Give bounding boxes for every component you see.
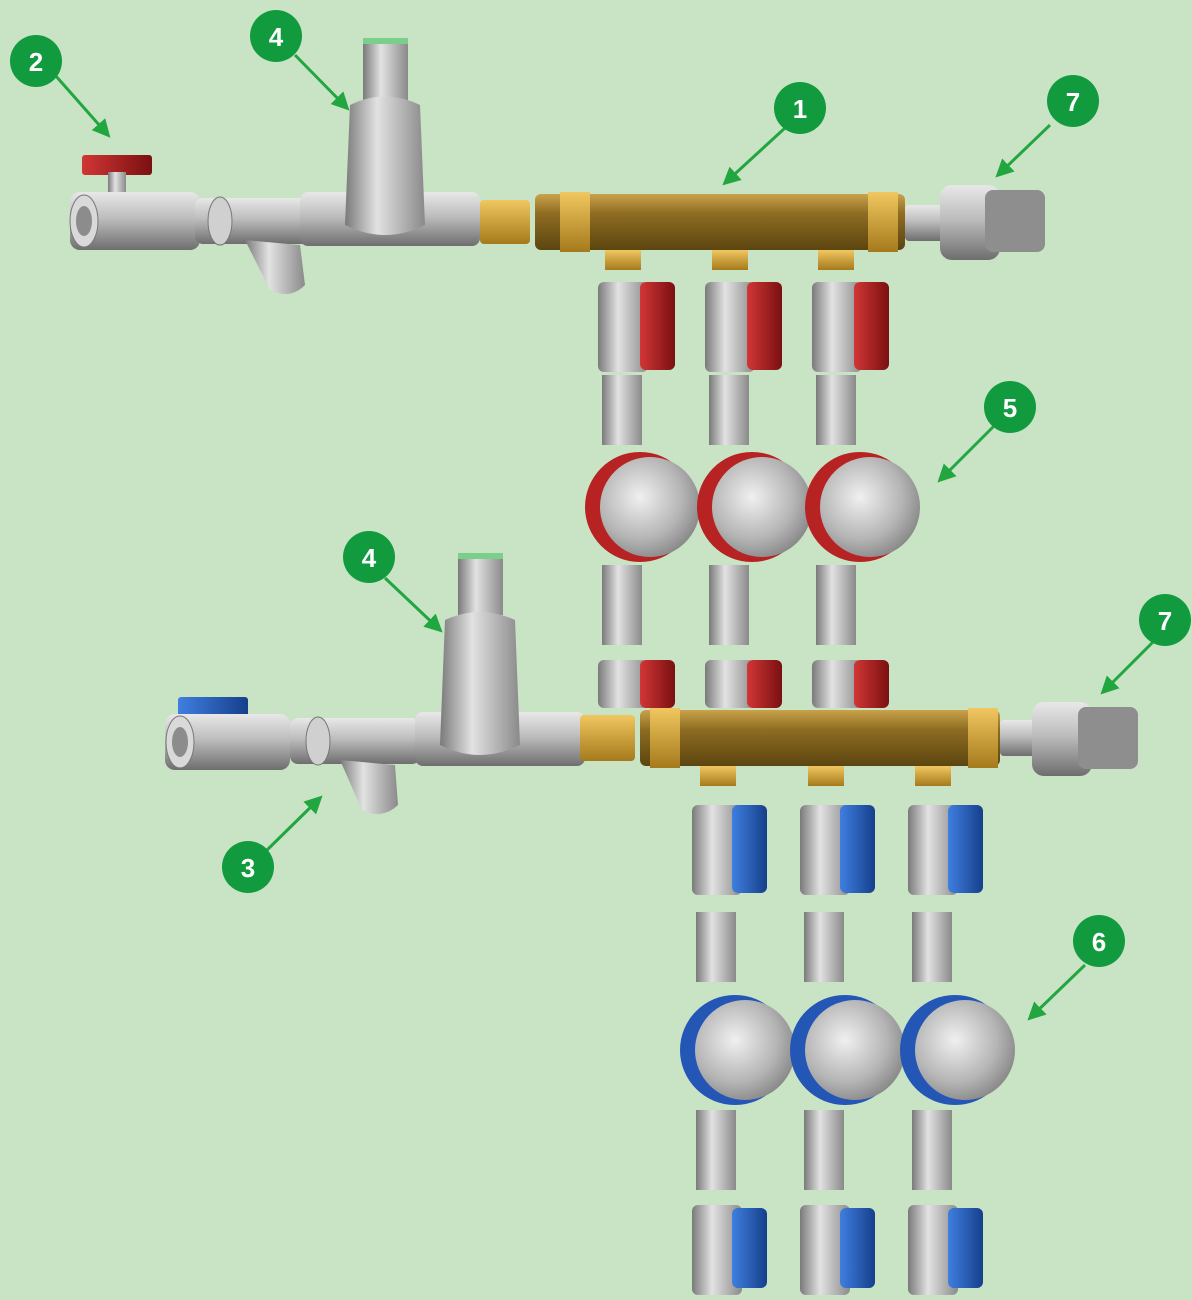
callout-6-label: 6 xyxy=(1092,927,1106,957)
callout-7-bottom-label: 7 xyxy=(1158,606,1172,636)
cold-water-meter-1 xyxy=(695,1000,795,1100)
hot-inlet-ball-valve xyxy=(69,155,200,250)
callout-4-bottom-label: 4 xyxy=(362,543,377,573)
arrow-1 xyxy=(722,126,787,186)
callout-7-top: 7 xyxy=(1047,75,1099,127)
callout-7-top-label: 7 xyxy=(1066,87,1080,117)
arrow-7-top xyxy=(995,123,1052,178)
callout-4-top: 4 xyxy=(250,10,302,62)
hot-water-meter-1 xyxy=(600,457,700,557)
callout-4-top-label: 4 xyxy=(269,22,284,52)
blue-valve-handle xyxy=(178,697,248,717)
cold-branch-3 xyxy=(900,805,1015,1295)
callout-6: 6 xyxy=(1073,915,1125,967)
hot-end-cap xyxy=(905,185,1045,260)
hot-pressure-reducer xyxy=(300,38,480,246)
cold-strainer-filter xyxy=(290,716,420,814)
callout-3: 3 xyxy=(222,841,274,893)
arrow-5 xyxy=(937,423,997,483)
arrow-3 xyxy=(263,795,323,854)
callout-2: 2 xyxy=(10,35,62,87)
cold-water-meter-3 xyxy=(915,1000,1015,1100)
callout-7-bottom: 7 xyxy=(1139,594,1191,646)
arrow-2 xyxy=(53,74,111,138)
red-valve-handle xyxy=(82,155,152,175)
callout-5-label: 5 xyxy=(1003,393,1017,423)
callout-4-bottom: 4 xyxy=(343,531,395,583)
callout-1: 1 xyxy=(774,82,826,134)
hot-branch-1 xyxy=(585,282,700,645)
cold-branch-1 xyxy=(680,805,795,1295)
callout-3-label: 3 xyxy=(241,853,255,883)
hot-branch-3 xyxy=(805,282,920,645)
callout-2-label: 2 xyxy=(29,47,43,77)
callout-1-label: 1 xyxy=(793,94,807,124)
callout-arrows xyxy=(53,53,1157,1021)
arrow-6 xyxy=(1027,963,1087,1021)
hot-water-meter-2 xyxy=(712,457,812,557)
cold-end-cap xyxy=(1000,702,1138,776)
cold-pressure-reducer xyxy=(415,553,585,766)
arrow-4-bottom xyxy=(383,576,443,633)
cold-inlet-ball-valve xyxy=(165,697,290,770)
cold-brass-manifold xyxy=(580,708,1000,786)
hot-strainer-filter xyxy=(195,196,325,294)
hot-branch-2 xyxy=(697,282,812,645)
hot-outlet-valves xyxy=(598,660,889,708)
callout-5: 5 xyxy=(984,381,1036,433)
cold-water-meter-2 xyxy=(805,1000,905,1100)
cold-branch-2 xyxy=(790,805,905,1295)
arrow-4-top xyxy=(293,53,350,111)
arrow-7-bottom xyxy=(1100,638,1157,695)
hot-water-meter-3 xyxy=(820,457,920,557)
hot-brass-manifold xyxy=(480,192,905,270)
